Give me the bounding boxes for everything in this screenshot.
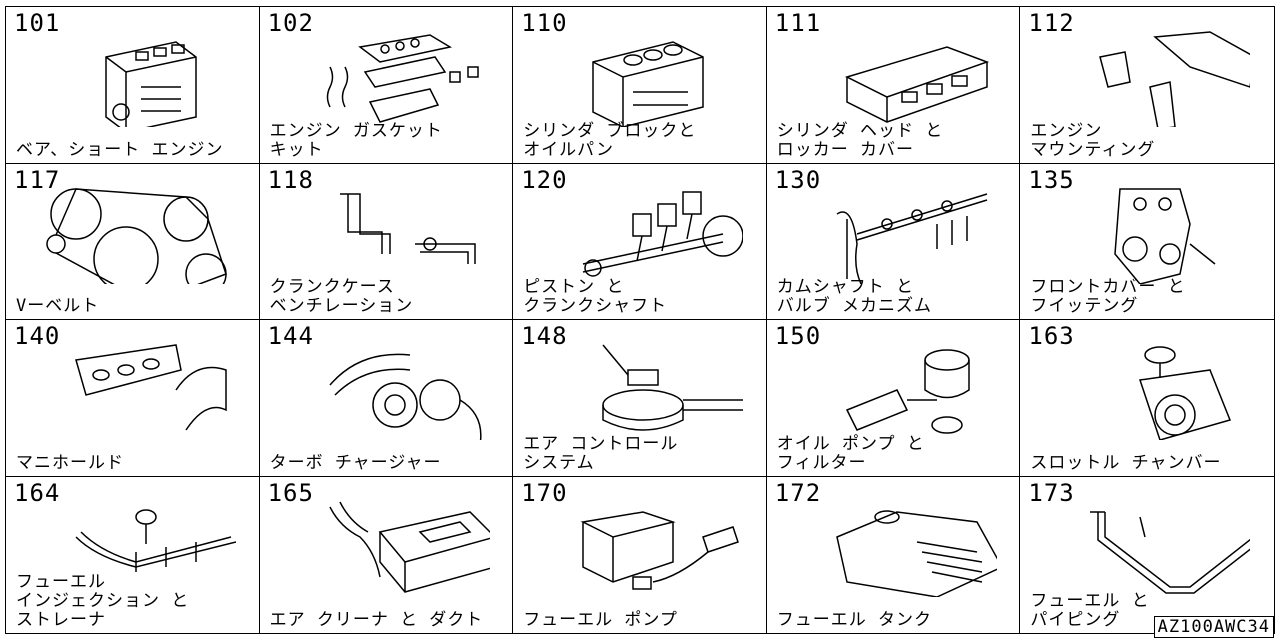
fuel-pump-icon [573, 497, 743, 597]
category-code: 173 [1028, 478, 1075, 507]
cylinder-head-icon [827, 27, 997, 127]
category-name: シリンダ ヘッド と ロッカー カバー [776, 120, 944, 160]
category-cell-163[interactable]: 163 スロットル チャンバー [1020, 320, 1274, 477]
manifold-icon [66, 340, 236, 440]
category-name: フューエル ポンプ [523, 610, 678, 630]
category-name: フロントカバー と フイッテング [1030, 277, 1186, 316]
category-code: 111 [774, 9, 822, 37]
category-cell-130[interactable]: 130 カムシャフト と バルブ メカニズム [766, 163, 1021, 320]
category-code: 163 [1028, 322, 1075, 350]
category-name: クランクケース ベンチレーション [269, 277, 414, 316]
category-code: 150 [774, 322, 822, 350]
category-cell-118[interactable]: 118 クランクケース ベンチレーション [259, 163, 514, 320]
category-name: スロットル チャンバー [1030, 452, 1222, 473]
short-engine-icon [66, 27, 236, 133]
category-code: 165 [267, 478, 314, 507]
category-code: 148 [521, 322, 568, 350]
category-name: マニホールド [16, 452, 124, 473]
category-cell-117[interactable]: 117 Vーベルト [6, 163, 260, 320]
fuel-tank-icon [827, 497, 1003, 598]
category-name: エンジン マウンティング [1030, 120, 1156, 160]
category-code: 118 [267, 165, 314, 194]
fuel-injection-icon [66, 497, 237, 597]
category-code: 110 [521, 9, 568, 37]
category-cell-102[interactable]: 102 エンジン ガスケット キット [259, 7, 514, 164]
catalog-code-label: AZ100AWC34 [1153, 616, 1274, 638]
category-cell-150[interactable]: 150 オイル ポンプ と フィルター [766, 320, 1021, 477]
category-code: 170 [521, 478, 568, 507]
category-code: 140 [14, 322, 61, 350]
v-belt-icon [36, 184, 236, 295]
cylinder-block-icon [573, 27, 743, 128]
category-code: 144 [267, 322, 314, 350]
category-name: フューエル インジェクション と ストレーナ [16, 572, 190, 630]
category-cell-112[interactable]: 112 エンジン マウンティング [1020, 7, 1274, 164]
category-cell-170[interactable]: 170 フューエル ポンプ [513, 476, 767, 633]
turbocharger-icon [320, 340, 490, 446]
category-name: Vーベルト [16, 296, 100, 316]
category-cell-110[interactable]: 110 シリンダ ブロックと オイルパン [513, 7, 767, 164]
oil-pump-filter-icon [827, 340, 997, 440]
category-cell-111[interactable]: 111 シリンダ ヘッド と ロッカー カバー [766, 7, 1021, 164]
category-name: カムシャフト と バルブ メカニズム [776, 277, 933, 316]
category-cell-101[interactable]: 101 ベア、ショート エンジン [6, 7, 260, 164]
category-name: エア クリーナ と ダクト [269, 610, 484, 630]
category-cell-164[interactable]: 164 フューエル インジェクション と ストレーナ [6, 476, 260, 633]
category-cell-120[interactable]: 120 ピストン と クランクシャフト [513, 163, 767, 320]
engine-mount-icon [1080, 27, 1257, 130]
category-cell-172[interactable]: 172 フューエル タンク [766, 476, 1021, 633]
category-code: 135 [1028, 165, 1075, 194]
camshaft-valve-icon [827, 184, 997, 294]
parts-category-grid: 101 ベア、ショート エンジン 102 エンジン ガスケット キット [5, 6, 1275, 634]
category-name: フューエル と パイピング [1030, 591, 1150, 630]
gasket-kit-icon [320, 27, 490, 127]
category-cell-135[interactable]: 135 フロントカバー と フイッテング [1020, 163, 1274, 320]
throttle-chamber-icon [1080, 340, 1250, 441]
category-code: 164 [14, 478, 61, 507]
front-cover-icon [1080, 184, 1250, 285]
category-code: 130 [774, 165, 822, 194]
category-cell-165[interactable]: 165 エア クリーナ と ダクト [259, 476, 514, 633]
category-cell-148[interactable]: 148 エア コントロール システム [513, 320, 767, 477]
piston-crankshaft-icon [573, 184, 744, 284]
category-code: 101 [14, 9, 61, 37]
category-name: シリンダ ブロックと オイルパン [523, 120, 697, 160]
category-cell-144[interactable]: 144 ターボ チャージャー [259, 320, 514, 477]
crankcase-ventilation-icon [320, 184, 490, 284]
category-name: ベア、ショート エンジン [16, 139, 224, 160]
category-name: オイル ポンプ と フィルター [776, 433, 925, 473]
category-code: 120 [521, 165, 568, 194]
category-code: 117 [14, 165, 61, 194]
category-code: 102 [267, 9, 314, 37]
category-code: 172 [774, 478, 822, 507]
category-name: ターボ チャージャー [269, 452, 442, 473]
category-cell-173[interactable]: 173 フューエル と パイピング [1020, 476, 1274, 633]
category-name: エア コントロール システム [523, 433, 679, 473]
fuel-piping-icon [1080, 497, 1267, 597]
air-cleaner-icon [320, 497, 497, 597]
air-control-icon [573, 340, 744, 440]
category-code: 112 [1028, 9, 1075, 37]
category-cell-140[interactable]: 140 マニホールド [6, 320, 260, 477]
category-name: フューエル タンク [776, 610, 933, 630]
category-name: エンジン ガスケット キット [269, 120, 443, 160]
category-name: ピストン と クランクシャフト [523, 277, 668, 316]
